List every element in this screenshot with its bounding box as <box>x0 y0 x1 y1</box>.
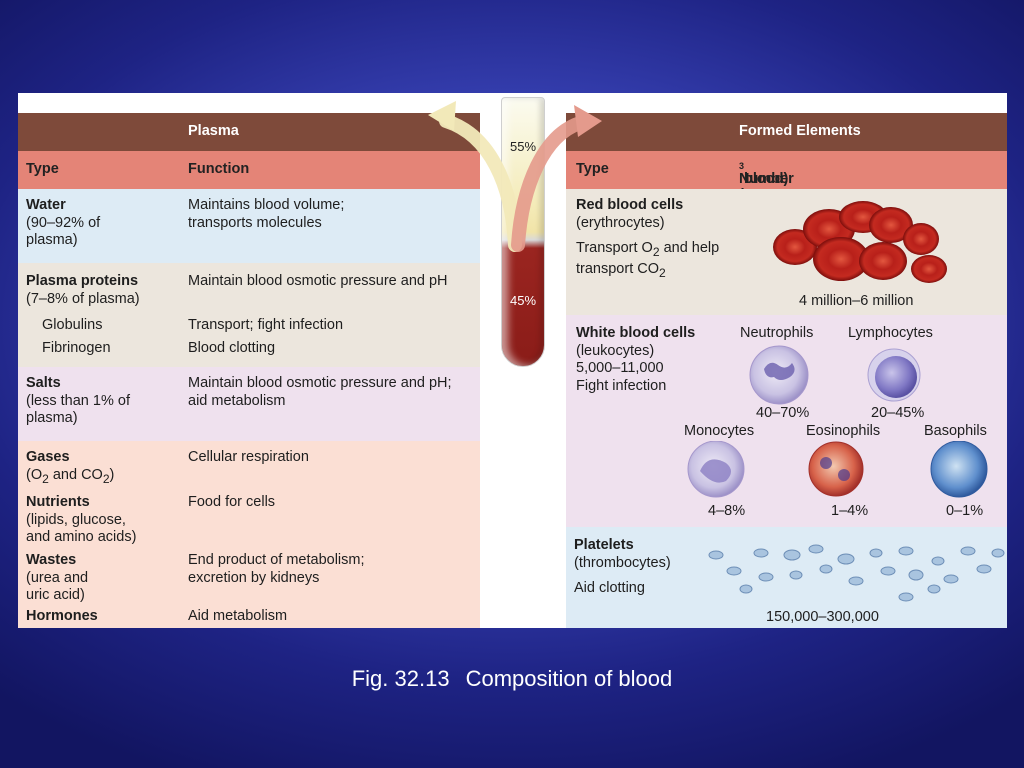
row-salts: Salts (less than 1% of plasma) Maintain … <box>18 367 480 441</box>
neutrophil-lymphocyte-image <box>749 345 921 405</box>
formed-header: Formed Elements <box>566 113 1007 151</box>
col-type: Type <box>26 161 59 177</box>
row-white-blood-cells: White blood cells (leukocytes) 5,000–11,… <box>566 315 1007 527</box>
formed-percentage: 45% <box>510 293 537 308</box>
row-red-blood-cells: Red blood cells (erythrocytes) Transport… <box>566 189 1007 315</box>
row-platelets: Platelets (thrombocytes) Aid clotting 15… <box>566 527 1007 628</box>
plasma-column-headers: Type Function <box>18 151 480 189</box>
row-plasma-proteins: Plasma proteins (7–8% of plasma) Maintai… <box>18 263 480 367</box>
arrow-left-head <box>428 101 456 131</box>
formed-elements-table: Formed Elements Type Number (per mm3 blo… <box>566 113 1007 628</box>
gases-detail: (O2 and CO2) <box>26 466 115 486</box>
monocyte-eosinophil-basophil-image <box>687 441 988 498</box>
row-gases-nutrients-wastes-hormones: Gases (O2 and CO2) Cellular respiration … <box>18 441 480 628</box>
platelets-image <box>708 544 1005 602</box>
plasma-header: Plasma <box>18 113 480 151</box>
row-water: Water (90–92% of plasma) Maintains blood… <box>18 189 480 263</box>
plasma-table: Plasma Type Function Water (90–92% of pl… <box>18 113 480 628</box>
plasma-percentage: 55% <box>510 139 537 154</box>
formed-column-headers: Type Number (per mm3 blood) <box>566 151 1007 219</box>
col-function: Function <box>188 161 250 177</box>
red-blood-cells-image <box>773 201 947 283</box>
separation-arrows <box>428 101 602 252</box>
col-number: Number (per mm3 blood) <box>739 161 794 219</box>
arrow-right-head <box>574 105 602 137</box>
